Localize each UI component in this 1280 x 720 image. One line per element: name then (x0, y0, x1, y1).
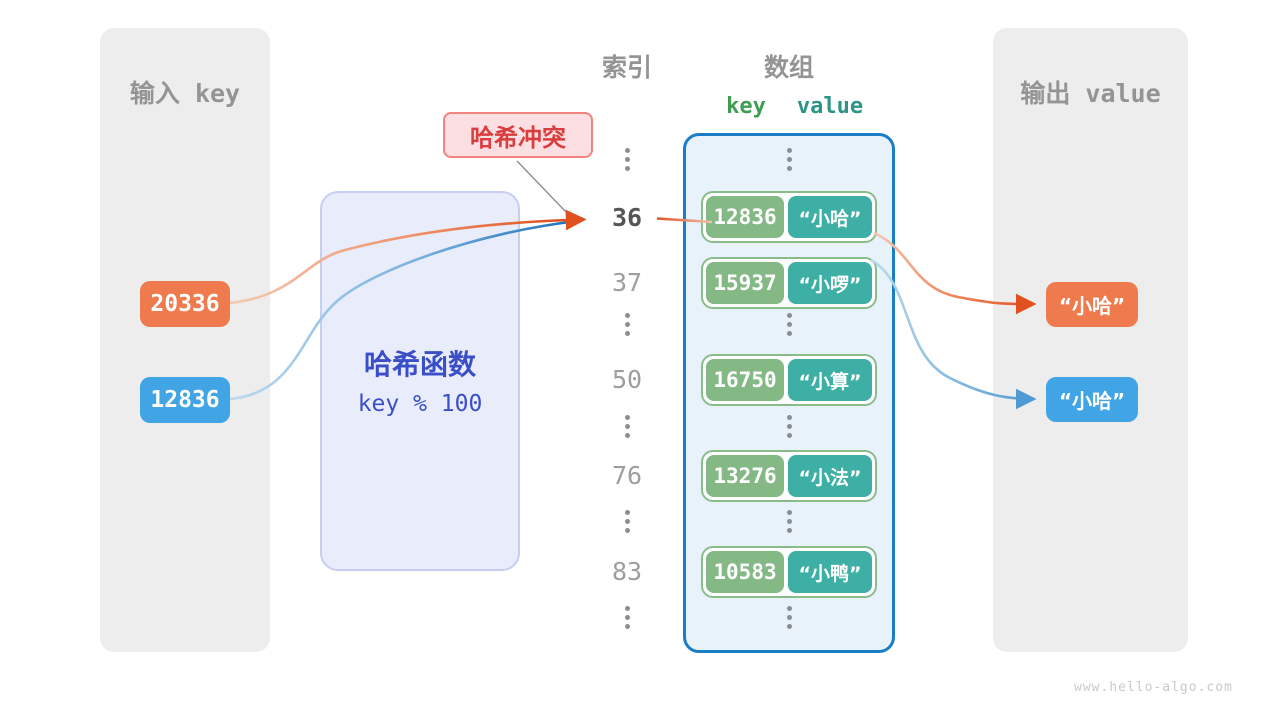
vertical-ellipsis-icon (622, 606, 632, 629)
vertical-ellipsis-icon (622, 510, 632, 533)
row-value: “小算” (788, 359, 872, 401)
vertical-ellipsis-icon (622, 313, 632, 336)
array-row: 15937 “小啰” (701, 257, 877, 309)
row-key: 10583 (706, 551, 784, 593)
input-key-box: 12836 (140, 377, 230, 423)
row-key: 13276 (706, 455, 784, 497)
row-key: 16750 (706, 359, 784, 401)
index-item: 50 (611, 365, 643, 394)
row-value: “小哈” (788, 196, 872, 238)
array-row: 13276 “小法” (701, 450, 877, 502)
row-value: “小法” (788, 455, 872, 497)
index-item: 76 (611, 461, 643, 490)
output-value-box: “小哈” (1046, 282, 1138, 327)
vertical-ellipsis-icon (784, 606, 794, 629)
index-column-header: 索引 (601, 53, 652, 82)
watermark: www.hello-algo.com (1074, 680, 1233, 695)
output-value-panel: 输出 value (993, 28, 1188, 652)
vertical-ellipsis-icon (784, 415, 794, 438)
hash-function-formula: key % 100 (357, 391, 483, 417)
index-item: 83 (611, 557, 643, 586)
vertical-ellipsis-icon (784, 313, 794, 336)
output-panel-title: 输出 value (1020, 79, 1161, 108)
index-item: 37 (611, 268, 643, 297)
vertical-ellipsis-icon (784, 148, 794, 171)
row-value: “小啰” (788, 262, 872, 304)
row-key: 15937 (706, 262, 784, 304)
input-key-box: 20336 (140, 281, 230, 327)
hash-function-title: 哈希函数 (363, 348, 476, 381)
input-key-panel: 输入 key (100, 28, 270, 652)
index-item: 36 (611, 203, 643, 232)
row-value: “小鸭” (788, 551, 872, 593)
vertical-ellipsis-icon (622, 148, 632, 171)
array-row: 16750 “小算” (701, 354, 877, 406)
input-panel-title: 输入 key (129, 79, 241, 108)
collision-callout-line (516, 160, 567, 213)
array-row: 10583 “小鸭” (701, 546, 877, 598)
row-key: 12836 (706, 196, 784, 238)
vertical-ellipsis-icon (784, 510, 794, 533)
vertical-ellipsis-icon (622, 415, 632, 438)
output-value-box: “小哈” (1046, 377, 1138, 422)
key-subheader: key (726, 94, 766, 119)
value-subheader: value (796, 94, 864, 119)
array-column-header: 数组 (763, 53, 814, 82)
array-row: 12836 “小哈” (701, 191, 877, 243)
collision-label: 哈希冲突 (443, 112, 593, 158)
